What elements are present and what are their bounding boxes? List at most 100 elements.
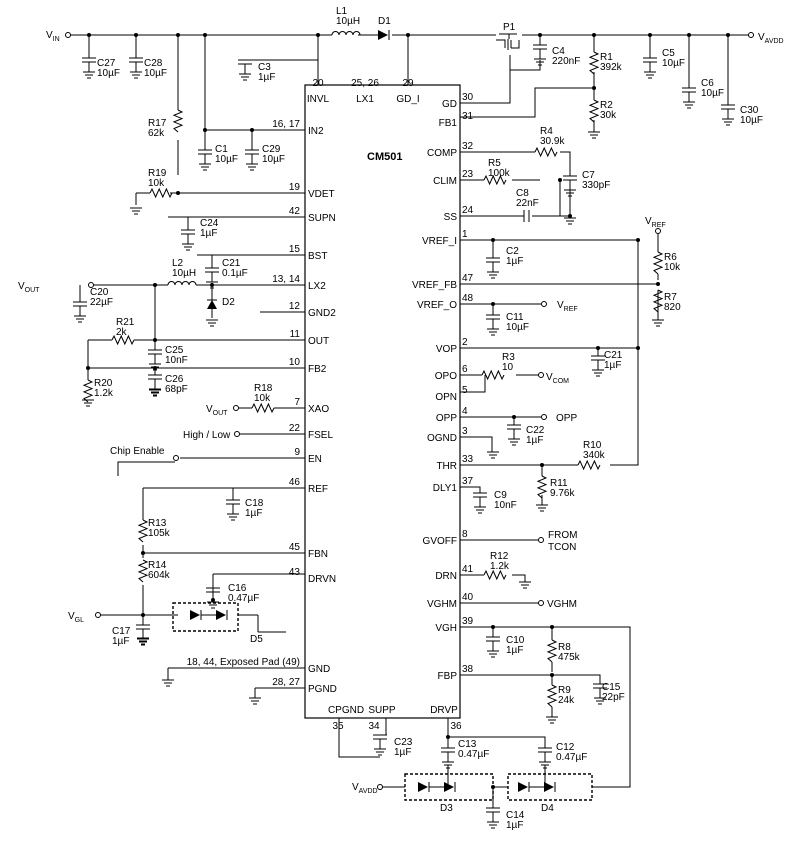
- value-r19: 10k: [148, 178, 165, 189]
- ref-r4: R4: [540, 126, 553, 137]
- pin-name-gnd2: GND2: [308, 308, 336, 319]
- junction-dot: [568, 214, 572, 218]
- junction-dot: [250, 128, 254, 132]
- chip-name: CM501: [367, 151, 402, 163]
- pin-num-supp: 34: [368, 721, 380, 732]
- value-r20: 1.2k: [94, 388, 114, 399]
- ref-c8: C8: [516, 188, 529, 199]
- value-c10: 1µF: [506, 645, 523, 656]
- value-c28: 10µF: [144, 68, 167, 79]
- value-r12: 1.2k: [490, 561, 510, 572]
- pin-name-supn: SUPN: [308, 213, 336, 224]
- ref-r19: R19: [148, 168, 167, 179]
- junction-dot: [153, 366, 157, 370]
- junction-dot: [550, 673, 554, 677]
- ref-c25: C25: [165, 345, 184, 356]
- ref-d5: D5: [250, 634, 263, 645]
- value-c13: 0.47µF: [458, 749, 489, 760]
- ref-c30: C30: [740, 105, 759, 116]
- opp-label: OPP: [556, 413, 577, 424]
- tcon-label: TCON: [548, 542, 576, 553]
- pin-name-ref: REF: [308, 484, 328, 495]
- ground-symbol: [137, 637, 149, 645]
- pin-name-fb2: FB2: [308, 364, 327, 375]
- ref-r7: R7: [664, 292, 677, 303]
- value-r2: 30k: [600, 110, 617, 121]
- pin-num-opo: 6: [462, 364, 468, 375]
- ref-c21: C21: [222, 258, 241, 269]
- pin-num-fb2: 10: [289, 357, 301, 368]
- pin-num-supn: 42: [289, 206, 301, 217]
- pin-num-cpgnd: 35: [332, 721, 344, 732]
- value-c1: 10µF: [215, 154, 238, 165]
- value-c17: 1µF: [112, 636, 129, 647]
- pin-name-supp: SUPP: [368, 705, 396, 716]
- pin-num-drn: 41: [462, 564, 474, 575]
- ref-r8: R8: [558, 642, 571, 653]
- value-l2: 10µH: [172, 268, 196, 279]
- ground-symbol: [130, 207, 142, 215]
- value-c11: 10µF: [506, 322, 529, 333]
- pin-name-thr: THR: [436, 461, 457, 472]
- junction-dot: [141, 551, 145, 555]
- pin-name-vghm: VGHM: [427, 599, 457, 610]
- ref-c3: C3: [258, 62, 271, 73]
- pin-num-lx1: 25, 26: [351, 78, 379, 89]
- component-d2: D2: [207, 297, 235, 309]
- pin-num-in2: 16, 17: [272, 119, 300, 130]
- ground-symbol: [82, 399, 94, 407]
- pin-name-pgnd: PGND: [308, 684, 337, 695]
- value-c25: 10nF: [165, 355, 188, 366]
- ref-l2: L2: [172, 258, 184, 269]
- value-r13: 105k: [148, 528, 171, 539]
- value-c7: 330pF: [582, 180, 610, 191]
- ref-r17: R17: [148, 118, 167, 129]
- ref-c21b: C21: [604, 350, 623, 361]
- value-c20: 22µF: [90, 297, 113, 308]
- pin-name-lx2: LX2: [308, 281, 326, 292]
- ref-c14: C14: [506, 810, 525, 821]
- ref-c26: C26: [165, 374, 184, 385]
- pin-name-ognd: OGND: [427, 433, 457, 444]
- value-c24: 1µF: [200, 228, 217, 239]
- pin-name-drn: DRN: [435, 571, 457, 582]
- ref-c1: C1: [215, 144, 228, 155]
- ref-c2: C2: [506, 246, 519, 257]
- ref-c10: C10: [506, 635, 525, 646]
- pin-num-vref_fb: 47: [462, 273, 474, 284]
- junction-dot: [636, 238, 640, 242]
- pin-name-lx1: LX1: [356, 94, 374, 105]
- vavdd-bottom-label: VAVDD: [352, 782, 378, 795]
- value-c3: 1µF: [258, 72, 275, 83]
- junction-dot: [86, 366, 90, 370]
- junction-dot: [141, 613, 145, 617]
- value-c15: 22pF: [602, 692, 625, 703]
- pin-name-gd_i: GD_I: [396, 94, 419, 105]
- pin-name-vdet: VDET: [308, 189, 335, 200]
- value-r18: 10k: [254, 393, 271, 404]
- ref-p1: P1: [503, 22, 516, 33]
- junction-dot: [203, 33, 207, 37]
- vcom-label: VCOM: [546, 372, 569, 385]
- pin-name-fbn: FBN: [308, 549, 328, 560]
- value-c2: 1µF: [506, 256, 523, 267]
